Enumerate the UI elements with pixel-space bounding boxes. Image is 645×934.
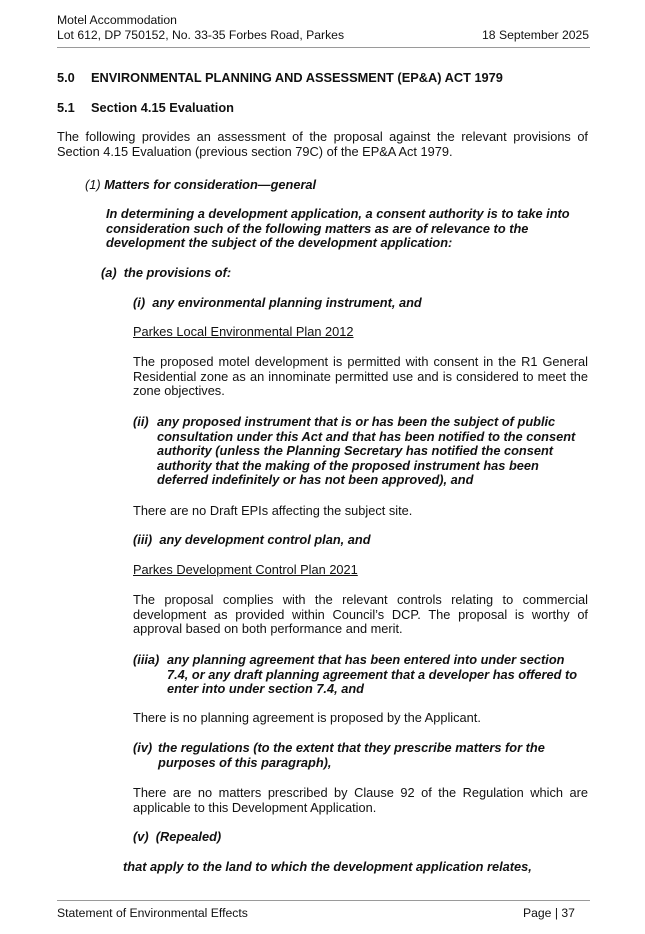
item-iiia: (iiia) any planning agreement that has b… — [133, 652, 585, 697]
item-ii: (ii) any proposed instrument that is or … — [133, 414, 585, 488]
item-v-label: (v) — [133, 829, 149, 844]
paragraph-a-text: the provisions of: — [123, 265, 232, 280]
header-title: Motel Accommodation — [57, 13, 177, 27]
item-iv-response: There are no matters prescribed by Claus… — [133, 785, 588, 815]
item-iiia-text: any planning agreement that has been ent… — [167, 652, 578, 697]
item-iiia-label: (iiia) — [133, 652, 160, 667]
closing-text: that apply to the land to which the deve… — [123, 859, 532, 874]
footer-title: Statement of Environmental Effects — [57, 906, 248, 920]
subsection-title: Section 4.15 Evaluation — [91, 100, 234, 115]
item-iii-heading: (iii) any development control plan, and — [133, 532, 371, 548]
paragraph-a-label: (a) — [101, 265, 117, 280]
lep-title: Parkes Local Environmental Plan 2012 — [133, 324, 354, 339]
item-v: (v) (Repealed) — [133, 829, 222, 845]
item-iv: (iv) the regulations (to the extent that… — [133, 740, 588, 770]
header-date: 18 September 2025 — [482, 28, 590, 42]
item-iv-label: (iv) — [133, 740, 153, 755]
paragraph-a: (a) the provisions of: — [101, 265, 232, 281]
item-iv-text: the regulations (to the extent that they… — [158, 740, 545, 770]
item-iii-response: The proposal complies with the relevant … — [133, 592, 588, 637]
item-i-text: any environmental planning instrument, a… — [152, 295, 422, 310]
item-ii-response: There are no Draft EPIs affecting the su… — [133, 503, 413, 518]
section-heading: 5.0 ENVIRONMENTAL PLANNING AND ASSESSMENT… — [57, 70, 503, 85]
item-i-heading: (i) any environmental planning instrumen… — [133, 295, 422, 311]
clause-heading: (1) Matters for consideration—general — [85, 177, 317, 193]
header-divider — [57, 47, 590, 48]
dcp-title: Parkes Development Control Plan 2021 — [133, 562, 358, 577]
clause-text: In determining a development application… — [106, 206, 570, 251]
subsection-heading: 5.1 Section 4.15 Evaluation — [57, 100, 234, 115]
footer-divider — [57, 900, 590, 901]
section-title: ENVIRONMENTAL PLANNING AND ASSESSMENT (E… — [91, 70, 503, 85]
item-v-text: (Repealed) — [155, 829, 222, 844]
section-number: 5.0 — [57, 70, 75, 85]
intro-paragraph: The following provides an assessment of … — [57, 129, 588, 159]
item-iiia-response: There is no planning agreement is propos… — [133, 710, 481, 725]
subsection-number: 5.1 — [57, 100, 75, 115]
item-iii-label: (iii) — [133, 532, 153, 547]
clause-title: Matters for consideration—general — [104, 177, 317, 192]
clause-number: (1) — [85, 177, 101, 192]
item-i-response: The proposed motel development is permit… — [133, 354, 588, 399]
item-ii-label: (ii) — [133, 414, 149, 429]
item-iii-text: any development control plan, and — [159, 532, 371, 547]
header-address: Lot 612, DP 750152, No. 33-35 Forbes Roa… — [57, 28, 345, 42]
item-ii-text: any proposed instrument that is or has b… — [157, 414, 576, 488]
item-i-label: (i) — [133, 295, 146, 310]
page-number: Page | 37 — [523, 906, 575, 920]
